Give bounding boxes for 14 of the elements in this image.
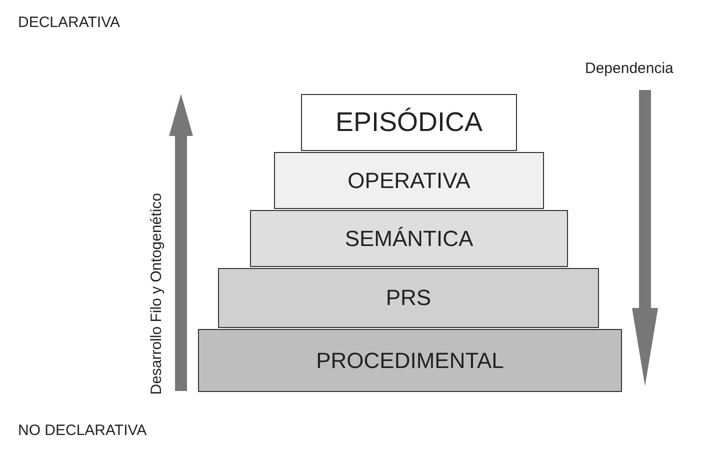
axis-end-label: DECLARATIVA xyxy=(18,14,120,31)
pyramid-level xyxy=(301,94,517,151)
arrow-label: Desarrollo Filo y Ontogenético xyxy=(148,193,165,395)
pyramid-level xyxy=(198,329,622,392)
level-label: PROCEDIMENTAL xyxy=(316,348,504,374)
level-label: SEMÁNTICA xyxy=(344,226,474,252)
level-label: OPERATIVA xyxy=(348,168,470,194)
arrow-label: Dependencia xyxy=(585,60,674,77)
level-label: PRS xyxy=(386,285,432,311)
pyramid-level xyxy=(274,152,544,209)
pyramid-level xyxy=(218,268,599,328)
pyramid-level xyxy=(250,210,568,267)
level-label: EPISÓDICA xyxy=(335,107,483,138)
axis-end-label: NO DECLARATIVA xyxy=(18,422,147,439)
